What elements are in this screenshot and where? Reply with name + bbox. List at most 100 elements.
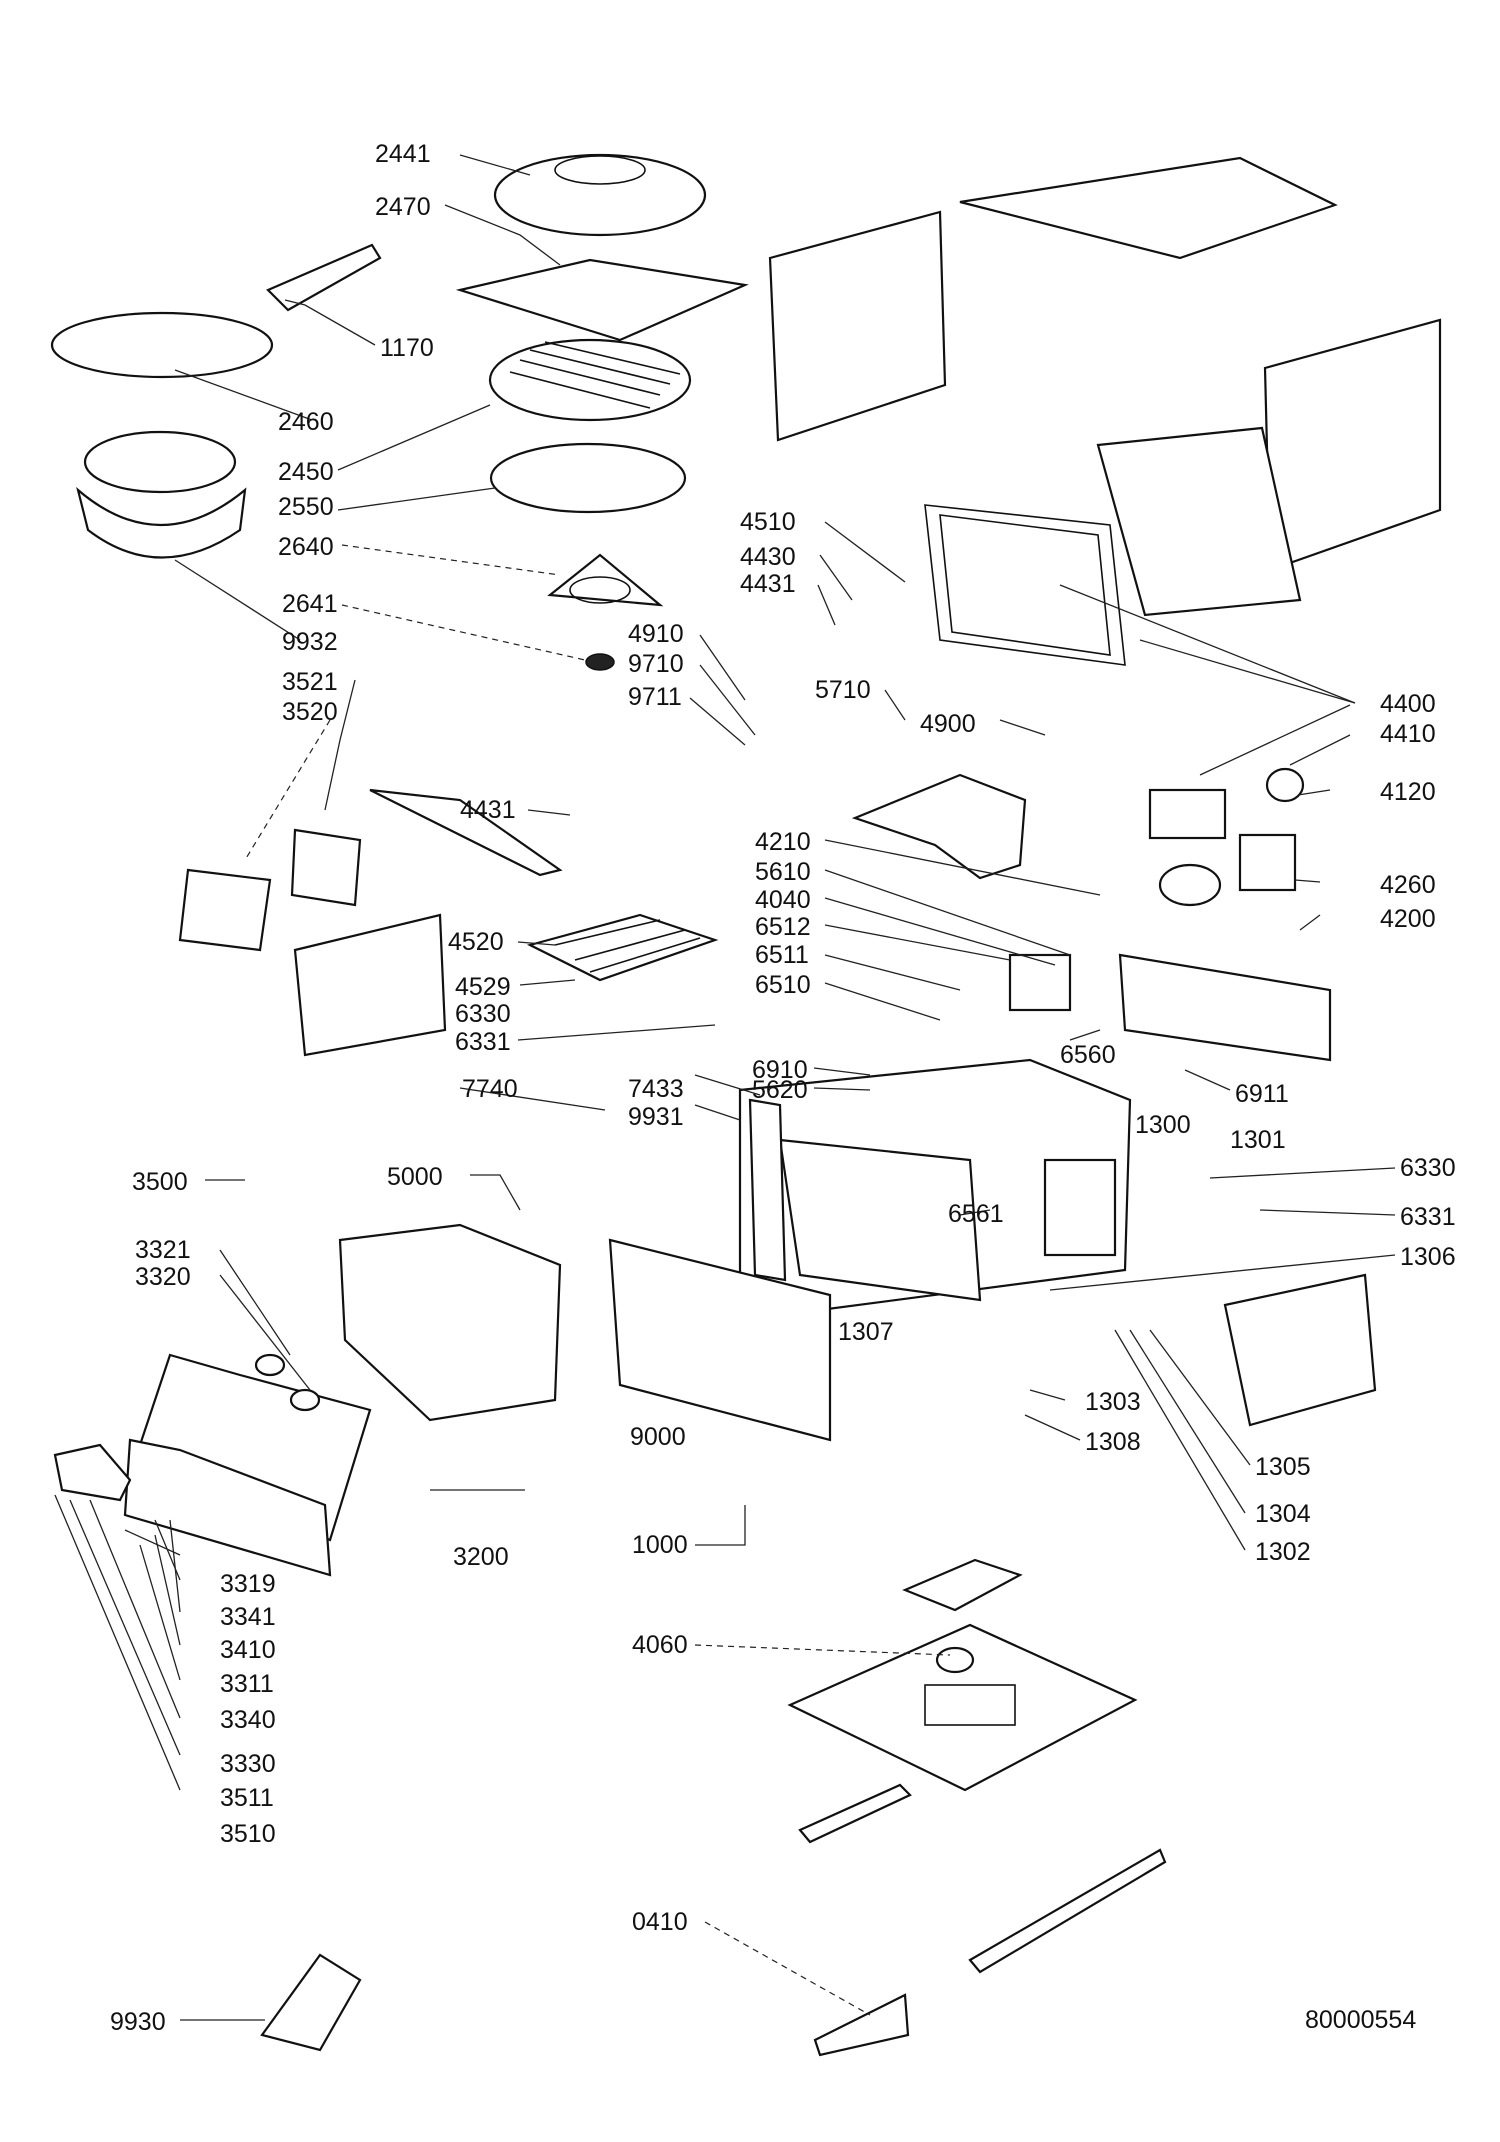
control-pcb bbox=[178, 868, 272, 952]
cabinet-side-panel-right bbox=[1263, 318, 1442, 572]
cover-dome bbox=[493, 153, 707, 237]
door-glass bbox=[778, 1138, 982, 1302]
control-knob-3320 bbox=[289, 1388, 321, 1412]
label-3521: 3521 bbox=[282, 668, 338, 696]
label-1305: 1305 bbox=[1255, 1453, 1311, 1481]
label-1306: 1306 bbox=[1400, 1243, 1456, 1271]
cabinet-side-panel-left bbox=[768, 210, 947, 442]
grill-rack-bars bbox=[509, 341, 681, 409]
side-cover-3510 bbox=[53, 1443, 132, 1502]
label-6510: 6510 bbox=[755, 971, 811, 999]
label-6331-a: 6331 bbox=[455, 1028, 511, 1056]
pcb-bracket bbox=[290, 828, 362, 907]
control-panel-trim bbox=[123, 1438, 332, 1577]
labels-layer: 2441 2470 1170 2460 2450 2550 2640 2641 … bbox=[110, 140, 1456, 2036]
rear-panel bbox=[1118, 953, 1332, 1062]
label-6560: 6560 bbox=[1060, 1041, 1116, 1069]
label-4520: 4520 bbox=[448, 928, 504, 956]
door-seal-frame bbox=[924, 504, 1126, 666]
label-1302: 1302 bbox=[1255, 1538, 1311, 1566]
label-1308: 1308 bbox=[1085, 1428, 1141, 1456]
label-6512: 6512 bbox=[755, 913, 811, 941]
base-plate-cutout bbox=[924, 1684, 1016, 1726]
label-6331-b: 6331 bbox=[1400, 1203, 1456, 1231]
base-plate bbox=[787, 1623, 1138, 1792]
label-3341: 3341 bbox=[220, 1603, 276, 1631]
label-3321: 3321 bbox=[135, 1236, 191, 1264]
stirrer-motor bbox=[1265, 767, 1305, 803]
label-1304: 1304 bbox=[1255, 1500, 1311, 1528]
diagram-id: 80000554 bbox=[1305, 2006, 1416, 2034]
label-6330-b: 6330 bbox=[1400, 1154, 1456, 1182]
door-seal-frame-inner bbox=[939, 514, 1111, 656]
control-knob-3321 bbox=[254, 1353, 286, 1377]
label-9711: 9711 bbox=[628, 683, 682, 711]
door-panel bbox=[608, 1238, 832, 1442]
pcb-rail bbox=[369, 788, 563, 877]
label-2460: 2460 bbox=[278, 408, 334, 436]
control-bezel-9931 bbox=[748, 1098, 787, 1282]
square-tray bbox=[455, 258, 749, 342]
label-4210: 4210 bbox=[755, 828, 811, 856]
steamer-lid bbox=[83, 430, 237, 494]
label-4430: 4430 bbox=[740, 543, 796, 571]
wall-bracket-right bbox=[1223, 1273, 1377, 1427]
roller-support bbox=[547, 553, 664, 607]
leaders-layer bbox=[54, 154, 1396, 2021]
label-7740: 7740 bbox=[462, 1075, 518, 1103]
label-9000: 9000 bbox=[630, 1423, 686, 1451]
label-3320: 3320 bbox=[135, 1263, 191, 1291]
label-3330: 3330 bbox=[220, 1750, 276, 1778]
label-9931: 9931 bbox=[628, 1103, 684, 1131]
label-3340: 3340 bbox=[220, 1706, 276, 1734]
magnetron-fan bbox=[1158, 863, 1222, 907]
label-2450: 2450 bbox=[278, 458, 334, 486]
label-1301: 1301 bbox=[1230, 1126, 1286, 1154]
cabinet-top-panel bbox=[959, 156, 1338, 260]
magnetron bbox=[1148, 788, 1227, 840]
label-3500: 3500 bbox=[132, 1168, 188, 1196]
label-5620: 5620 bbox=[752, 1076, 808, 1104]
label-2641: 2641 bbox=[282, 590, 338, 618]
label-3319: 3319 bbox=[220, 1570, 276, 1598]
label-6330-a: 6330 bbox=[455, 1000, 511, 1028]
label-1000: 1000 bbox=[632, 1531, 688, 1559]
crisp-plate bbox=[50, 311, 274, 379]
grill-rack bbox=[488, 338, 692, 422]
label-4431-a: 4431 bbox=[460, 796, 516, 824]
label-4120: 4120 bbox=[1380, 778, 1436, 806]
label-0410: 0410 bbox=[632, 1908, 688, 1936]
fan-motor bbox=[1238, 833, 1297, 892]
label-5000: 5000 bbox=[387, 1163, 443, 1191]
label-6511: 6511 bbox=[755, 941, 809, 969]
label-3200: 3200 bbox=[453, 1543, 509, 1571]
cover-dome-top bbox=[554, 155, 646, 185]
label-4040: 4040 bbox=[755, 886, 811, 914]
label-9710: 9710 bbox=[628, 650, 684, 678]
parts-layer bbox=[50, 153, 1442, 2057]
label-6910: 6910 bbox=[752, 1056, 808, 1084]
label-4431-b: 4431 bbox=[740, 570, 796, 598]
label-2441: 2441 bbox=[375, 140, 431, 168]
control-panel-housing bbox=[338, 1223, 562, 1422]
label-6561: 6561 bbox=[948, 1200, 1004, 1228]
label-2640: 2640 bbox=[278, 533, 334, 561]
label-4900: 4900 bbox=[920, 710, 976, 738]
label-9932: 9932 bbox=[282, 628, 338, 656]
label-4529: 4529 bbox=[455, 973, 511, 1001]
label-3520: 3520 bbox=[282, 698, 338, 726]
grill-heating-coils bbox=[554, 919, 701, 973]
label-4510: 4510 bbox=[740, 508, 796, 536]
turntable-plate bbox=[489, 442, 687, 514]
label-1307: 1307 bbox=[838, 1318, 894, 1346]
support-rail-front bbox=[798, 1783, 912, 1844]
label-2550: 2550 bbox=[278, 493, 334, 521]
turntable-motor-plate bbox=[902, 1558, 1023, 1612]
turntable-motor bbox=[935, 1646, 975, 1674]
label-4260: 4260 bbox=[1380, 871, 1436, 899]
dish-handle bbox=[260, 1953, 362, 2052]
air-duct bbox=[851, 773, 1027, 880]
label-6911: 6911 bbox=[1235, 1080, 1289, 1108]
drive-coupler bbox=[585, 653, 615, 671]
